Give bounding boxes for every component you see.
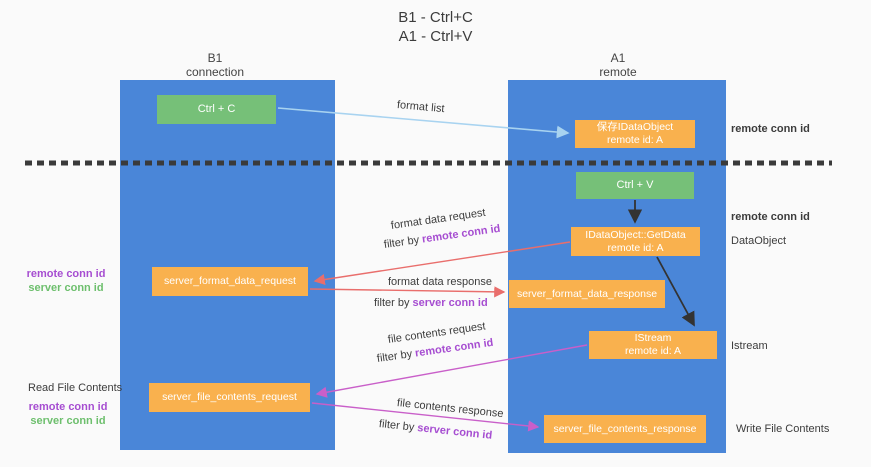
ctrl-v-label: Ctrl + V bbox=[616, 179, 654, 191]
left-remote-conn-id-label-2: remote conn id bbox=[28, 401, 108, 413]
idataobject-getdata-line1: IDataObject::GetData bbox=[585, 228, 686, 241]
filter-by-server-conn-id-label-2: filter by server conn id bbox=[378, 418, 492, 442]
filter-by-server-conn-id-label-1: filter by server conn id bbox=[374, 297, 488, 309]
format-data-response-label: format data response bbox=[388, 276, 492, 288]
read-file-contents-label: Read File Contents bbox=[28, 382, 123, 394]
title-line-1: B1 - Ctrl+C bbox=[398, 9, 473, 26]
write-file-contents-label: Write File Contents bbox=[736, 423, 830, 435]
right-remote-conn-id-label-2: remote conn id bbox=[731, 211, 810, 223]
idataobject-getdata-box: IDataObject::GetData remote id: A bbox=[571, 227, 700, 256]
format-data-response-arrow bbox=[309, 286, 506, 298]
istream-side-label: Istream bbox=[731, 340, 768, 352]
filter-prefix: filter by bbox=[374, 297, 413, 309]
ctrl-v-box: Ctrl + V bbox=[576, 172, 694, 199]
left-conn-id-group-1: remote conn id server conn id bbox=[26, 267, 106, 295]
istream-line2: remote id: A bbox=[624, 345, 682, 357]
istream-line1: IStream bbox=[634, 332, 672, 344]
server-format-data-response-box: server_format_data_response bbox=[509, 280, 665, 308]
ctrl-c-box: Ctrl + C bbox=[157, 95, 276, 124]
filter-prefix: filter by bbox=[383, 233, 423, 251]
file-contents-response-label: file contents response bbox=[396, 397, 505, 421]
left-server-conn-id-label-2: server conn id bbox=[30, 415, 106, 427]
right-column-name: A1 bbox=[610, 51, 626, 65]
server-format-data-response-label: server_format_data_response bbox=[516, 287, 658, 300]
server-format-data-request-label: server_format_data_request bbox=[164, 275, 296, 287]
save-idataobject-box: 保存IDataObject remote id: A bbox=[575, 120, 695, 148]
server-file-contents-request-box: server_file_contents_request bbox=[149, 383, 310, 412]
dataobject-label: DataObject bbox=[731, 235, 787, 247]
filter-prefix: filter by bbox=[376, 347, 416, 365]
server-file-contents-response-label: server_file_contents_response bbox=[553, 422, 697, 435]
idataobject-getdata-line2: remote id: A bbox=[607, 241, 664, 254]
left-column-name: B1 bbox=[207, 51, 223, 65]
remote-conn-id-text: remote conn id bbox=[421, 222, 502, 246]
left-column-role: connection bbox=[185, 65, 245, 79]
right-column-header: A1 remote bbox=[558, 51, 678, 79]
server-format-data-request-box: server_format_data_request bbox=[152, 267, 308, 296]
server-conn-id-text: server conn id bbox=[416, 422, 493, 442]
ctrl-c-label: Ctrl + C bbox=[197, 103, 236, 115]
left-remote-conn-id-label-1: remote conn id bbox=[26, 268, 106, 280]
istream-box: IStream remote id: A bbox=[589, 331, 717, 359]
filter-prefix: filter by bbox=[378, 418, 418, 434]
save-idataobject-line2: remote id: A bbox=[606, 134, 664, 146]
right-column-role: remote bbox=[599, 65, 637, 79]
format-list-label: format list bbox=[396, 99, 446, 116]
left-conn-id-group-2: remote conn id server conn id bbox=[28, 400, 108, 428]
title-line-2: A1 - Ctrl+V bbox=[398, 28, 473, 45]
server-file-contents-response-box: server_file_contents_response bbox=[544, 415, 706, 443]
server-conn-id-text: server conn id bbox=[412, 297, 488, 309]
right-remote-conn-id-label-1: remote conn id bbox=[731, 123, 810, 135]
save-idataobject-line1: 保存IDataObject bbox=[596, 121, 674, 133]
server-file-contents-request-label: server_file_contents_request bbox=[162, 391, 297, 403]
diagram-title: B1 - Ctrl+C A1 - Ctrl+V bbox=[0, 8, 871, 46]
left-server-conn-id-label-1: server conn id bbox=[28, 282, 104, 294]
left-column-header: B1 connection bbox=[155, 51, 275, 79]
